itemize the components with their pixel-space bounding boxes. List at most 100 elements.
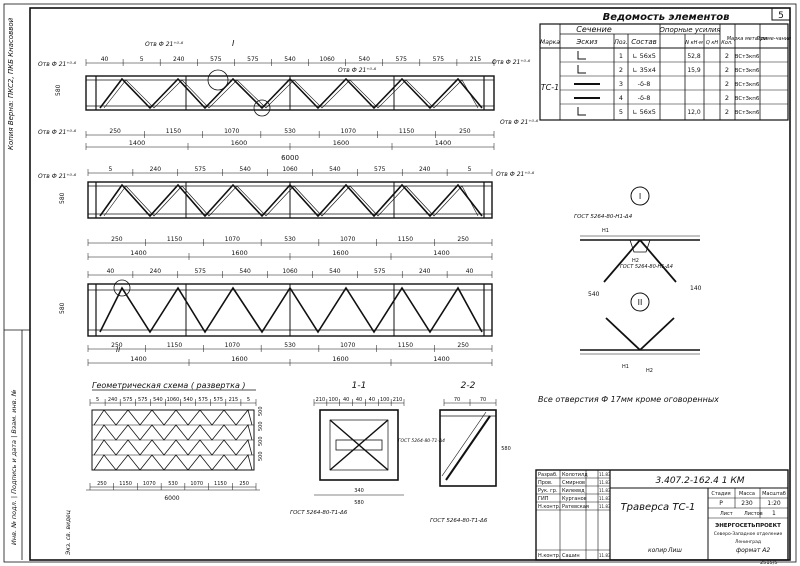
top-dim: 575: [374, 166, 386, 173]
svg-text:Н1: Н1: [622, 364, 629, 370]
holes-note: Все отверстия Ф 17мм кроме оговоренных: [538, 395, 719, 404]
geometry-bottom-dim: 530: [168, 481, 178, 487]
role-date: 11.83: [599, 496, 611, 501]
title-block-text: 3.407.2-162.4 1 КМ Траверса ТС-1 Стадия …: [621, 476, 786, 545]
bottom-dim: 1150: [166, 128, 181, 135]
svg-text:Лист: Лист: [720, 511, 733, 517]
svg-text:Н2: Н2: [632, 258, 639, 264]
top-dim: 540: [239, 166, 251, 173]
top-dim: 5: [468, 166, 472, 173]
row-composition: -δ-8: [638, 80, 651, 88]
top-dim: 540: [329, 268, 341, 275]
drawing-title: Траверса ТС-1: [621, 502, 696, 513]
node-detail-1: [580, 186, 700, 283]
hdr-mark: Марка: [540, 39, 560, 46]
section-1-1: [314, 409, 404, 496]
row-n: 12,0: [687, 109, 701, 116]
role-name: Смирнов: [562, 480, 585, 486]
svg-text:Отв Ф 21⁺⁰·⁶: Отв Ф 21⁺⁰·⁶: [38, 173, 77, 180]
role-name: Курганов: [562, 496, 587, 502]
total-dim: 1600: [231, 249, 248, 257]
bottom-dim: 1150: [398, 236, 413, 243]
hdr-pos: Поз.: [614, 39, 627, 46]
top-dim: 40: [466, 268, 474, 275]
bottom-dim: 1150: [167, 342, 182, 349]
bottom-dim: 1070: [340, 236, 355, 243]
bottom-dim: 1150: [399, 128, 414, 135]
geometry-bottom-dim: 250: [97, 481, 107, 487]
svg-text:Отв Ф 21⁺⁰·⁶: Отв Ф 21⁺⁰·⁶: [145, 41, 184, 48]
role-name: Килеевд: [562, 488, 585, 494]
svg-text:Масса: Масса: [739, 491, 755, 497]
top-dim: 540: [239, 268, 251, 275]
svg-text:Отв Ф 21⁺⁰·⁶: Отв Ф 21⁺⁰·⁶: [38, 129, 77, 136]
top-dim: 575: [374, 268, 386, 275]
bottom-dim: 1150: [167, 236, 182, 243]
frame-mark: ТС-1: [541, 83, 559, 92]
svg-text:500: 500: [258, 436, 264, 446]
inner-frame: [29, 7, 791, 561]
row-pos: 2: [619, 66, 623, 74]
svg-text:ГОСТ 5264-80-Н1-Δ4: ГОСТ 5264-80-Н1-Δ4: [620, 264, 673, 270]
node-detail-2: [580, 292, 700, 355]
bottom-right-mark: 2515/5: [760, 560, 778, 566]
top-dim: 40: [101, 56, 109, 63]
bottom-dim: 250: [111, 236, 123, 243]
top-dim: 240: [150, 166, 162, 173]
svg-text:ГОСТ 5264-80-Т1-Δ6: ГОСТ 5264-80-Т1-Δ6: [290, 510, 348, 516]
role-name: Сашин: [562, 553, 580, 559]
hdr-q: Q кН: [706, 40, 719, 46]
total-dim: 1400: [435, 139, 452, 147]
svg-text:Листов: Листов: [744, 511, 763, 517]
svg-text:Копия Верна: ПКС2, ПКБ Кнасовв: Копия Верна: ПКС2, ПКБ Кнасоввой: [7, 17, 15, 150]
bottom-dim: 1070: [340, 342, 355, 349]
svg-text:Ленинград: Ленинград: [735, 539, 761, 545]
section-1-dim: 340: [354, 488, 364, 494]
bottom-dim: 530: [284, 342, 296, 349]
geometry-title: Геометрическая схема ( развертка ): [92, 381, 246, 390]
total-dim: 1600: [333, 139, 350, 147]
row-pos: 3: [619, 80, 623, 88]
top-dim: 575: [194, 268, 206, 275]
role-label: Н.контр.: [538, 504, 561, 510]
row-qty: 2: [725, 66, 729, 74]
top-dim: 215: [470, 56, 482, 63]
truss-elevation-bottom: [87, 279, 493, 337]
top-dim: 5: [109, 166, 113, 173]
bottom-dim: 530: [284, 128, 296, 135]
svg-text:Отв Ф 21⁺⁰·⁶: Отв Ф 21⁺⁰·⁶: [492, 59, 531, 66]
geometry-bottom-dim: 250: [239, 481, 249, 487]
total-dim: 1600: [332, 355, 349, 363]
top-dim: 575: [210, 56, 222, 63]
role-date: 11.83: [599, 472, 611, 477]
geometry-bottom-dim: 1070: [190, 481, 203, 487]
svg-text:580: 580: [55, 84, 62, 96]
top-dim: 240: [150, 268, 162, 275]
row-n: 15,9: [687, 67, 701, 74]
section-2-dim: 70: [454, 397, 460, 403]
geometry-top-dim: 240: [108, 397, 118, 403]
svg-text:500: 500: [258, 406, 264, 416]
geometry-top-dim: 575: [138, 397, 148, 403]
svg-text:500: 500: [258, 421, 264, 431]
geometry-labels: Геометрическая схема ( развертка ) 6000 …: [92, 381, 264, 502]
top-dim: 575: [433, 56, 445, 63]
svg-text:Инв. № подл. | Подпись и дата: Инв. № подл. | Подпись и дата | Взам. ин…: [10, 389, 18, 545]
geometry-top-dim: 575: [213, 397, 223, 403]
row-pos: 5: [619, 108, 623, 116]
top-dim: 1060: [319, 56, 334, 63]
role-date: 11.83: [599, 488, 611, 493]
row-material: ВСт3кп6: [735, 110, 760, 116]
total-dim: 1600: [231, 139, 248, 147]
bottom-dim: 1150: [398, 342, 413, 349]
hdr-note: Приме-чание: [757, 36, 791, 42]
hdr-support: Опорные усилия: [659, 26, 720, 34]
row-composition: ∟ 56х5: [632, 52, 656, 60]
bottom-dim: 1070: [224, 128, 239, 135]
bottom-stamp: Экз. св. видец: [65, 510, 72, 556]
bottom-dim: 250: [111, 342, 123, 349]
row-qty: 2: [725, 80, 729, 88]
row-composition: -δ-8: [638, 94, 651, 102]
